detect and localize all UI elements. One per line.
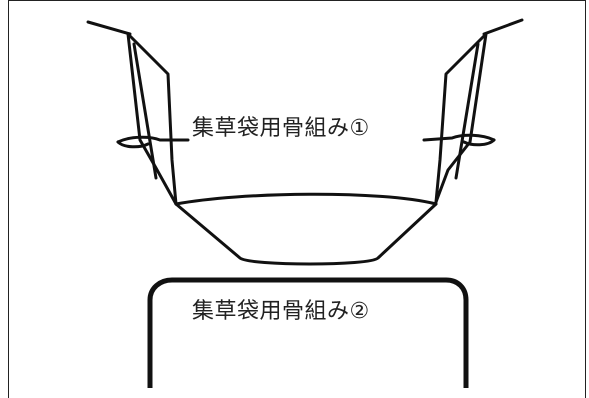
picture-border <box>8 0 586 398</box>
frame-1-right-hook-curl <box>462 138 496 147</box>
frame-1-right-hook <box>422 133 496 142</box>
frame-1-bottom-rim <box>174 192 438 206</box>
frame-1-left-outer-wire <box>126 32 178 206</box>
frame-1-left-hook-curl <box>116 140 150 149</box>
frame-1-label: 集草袋用骨組み① <box>192 116 370 141</box>
frame-1-bottom-hoop <box>174 202 438 266</box>
frame-1-left-hook <box>116 135 190 144</box>
grass-bag-frame-2 <box>147 277 469 388</box>
frame-2-label: 集草袋用骨組み② <box>192 299 370 324</box>
frame-1-right-grip <box>482 18 524 36</box>
grass-bag-frame-1 <box>86 18 524 266</box>
frame-1-right-diagonal <box>454 42 480 180</box>
frame-1-left-grip <box>86 20 132 36</box>
frame-1-right-inner-wire <box>434 34 486 204</box>
frame-1-left-inner-wire <box>128 34 178 206</box>
frame-2-u-wire <box>147 277 469 388</box>
frame-1-left-diagonal <box>132 42 158 180</box>
